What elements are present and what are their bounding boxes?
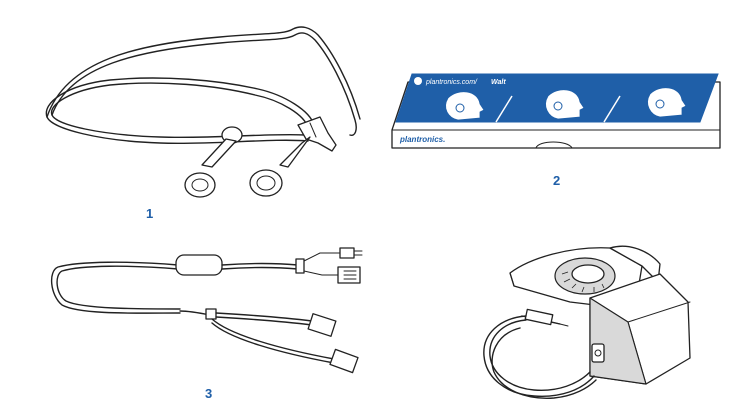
package-url-bold: Walt [491,79,506,86]
headband-figure [40,25,361,210]
ehs-cable-figure [50,245,370,380]
package-brand: plantronics. [399,135,445,144]
package-figure: plantronics.com/ Walt plantronics. [388,70,723,165]
headset-quick-start-package-icon: plantronics.com/ Walt plantronics. [391,73,721,149]
package-url-text: plantronics.com/ [425,79,478,86]
callout-item-2: 2 [553,173,561,188]
handset-lifter-icon [483,245,691,399]
handset-lifter-figure [470,238,695,416]
callout-item-1: 1 [146,206,154,221]
headband-with-ear-loops-icon [45,26,361,198]
callout-item-3: 3 [205,386,213,401]
ehs-cable-icon [51,247,363,374]
